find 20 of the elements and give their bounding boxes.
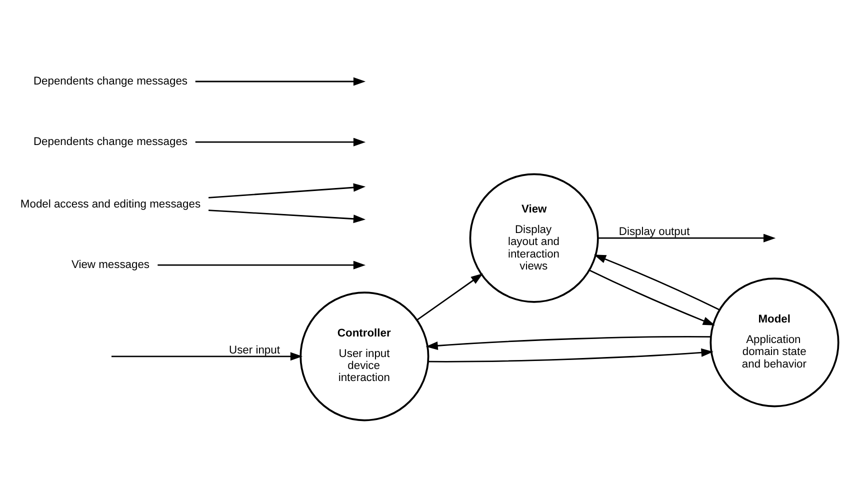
arrow — [426, 336, 711, 350]
node-circle: Controller User input device interaction — [300, 292, 430, 422]
arrow — [195, 138, 366, 146]
edge-label: User input — [229, 344, 280, 356]
arrow — [208, 183, 366, 198]
arrow — [594, 254, 720, 310]
arrow — [428, 348, 714, 362]
node-text: View messages — [71, 258, 150, 271]
arrow — [111, 352, 303, 361]
node-text: Model access and editing messages — [20, 198, 201, 210]
arrow — [208, 210, 366, 224]
arrow — [598, 234, 776, 242]
node-text: Dependents change messages — [33, 136, 188, 148]
arrow — [158, 260, 366, 270]
edge-label: Display output — [618, 226, 690, 238]
node-text: Dependents change messages — [33, 75, 188, 88]
arrow — [195, 77, 366, 86]
arrow — [416, 273, 484, 321]
arrow — [589, 270, 716, 326]
node-circle: Model Application domain state and behavior — [710, 278, 840, 408]
